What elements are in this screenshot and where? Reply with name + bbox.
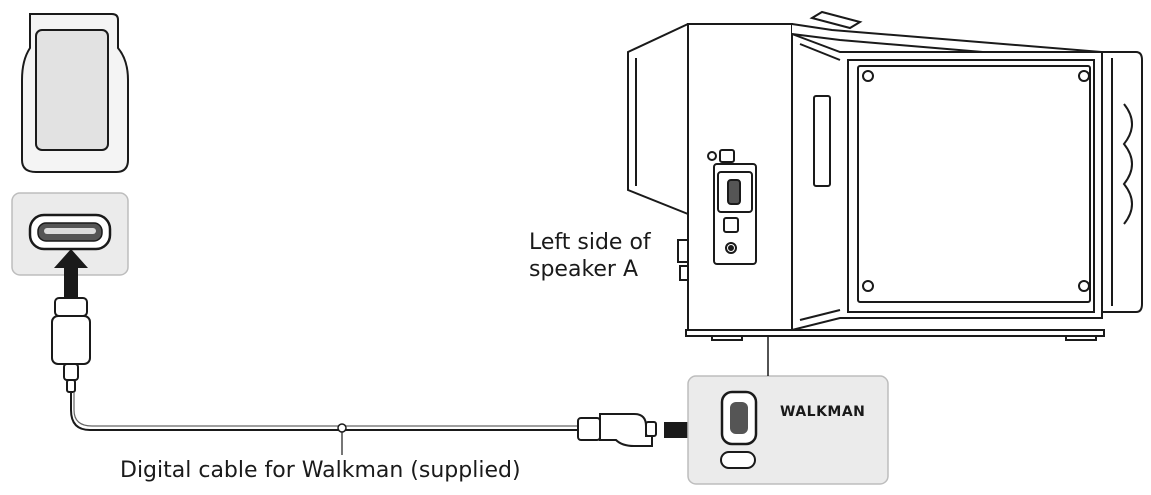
walkman-port-detail-box xyxy=(687,375,889,485)
walkman-device-icon xyxy=(21,13,129,173)
speaker-cable-plug xyxy=(577,413,657,447)
digital-cable xyxy=(70,392,580,455)
speaker-side-label-line2: speaker A xyxy=(529,257,639,282)
speaker-side-label: Left side of speaker A xyxy=(529,229,651,283)
walkman-port-detail-panel xyxy=(11,192,129,276)
arrow-up-icon xyxy=(54,249,88,298)
walkman-port-label: WALKMAN xyxy=(780,404,866,420)
speaker-side-label-line1: Left side of xyxy=(529,230,651,255)
speaker-body-icon xyxy=(627,10,1143,341)
walkman-cable-plug xyxy=(51,297,91,393)
cable-label: Digital cable for Walkman (supplied) xyxy=(120,458,521,483)
